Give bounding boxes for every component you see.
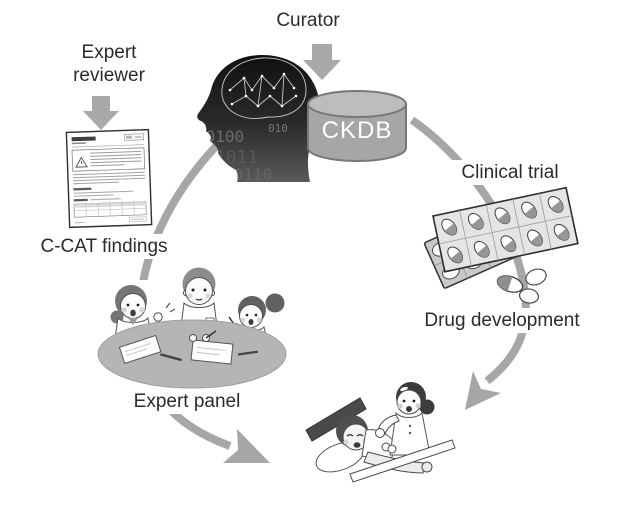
- bed-rail: [349, 439, 456, 483]
- curator-label: Curator: [254, 8, 362, 34]
- report-document-icon: [65, 128, 153, 229]
- cycle-arrow-left-head: [223, 429, 270, 463]
- bed-headboard: [305, 397, 367, 442]
- blister-pack-front: [432, 186, 579, 273]
- loose-pill-icon: [525, 268, 547, 286]
- svg-text:010: 010: [268, 122, 288, 135]
- cycle-arrow-right: [409, 116, 530, 410]
- panel-papers: [118, 334, 259, 365]
- expert-reviewer-down-arrow-icon: [83, 96, 119, 130]
- capsules: [441, 196, 570, 264]
- ckdb-label: CKDB: [322, 117, 393, 144]
- loose-capsule-icon: [496, 275, 524, 293]
- nurse: [375, 382, 435, 456]
- panel-member-center: [177, 267, 221, 351]
- cycle-arrow-right-head: [465, 371, 501, 410]
- patient-care-illustration: [302, 372, 458, 502]
- expert-reviewer-label: Expert reviewer: [50, 40, 168, 89]
- svg-text:10100: 10100: [196, 127, 244, 146]
- expert-panel-label: Expert panel: [113, 389, 261, 415]
- loose-pill-icon: [518, 288, 540, 304]
- warning-triangle-icon: [75, 156, 88, 168]
- ai-head-icon: 10100 01011 10110 010: [196, 55, 320, 184]
- clinical-trial-label: Clinical trial: [441, 160, 579, 186]
- c-cat-findings-label: C-CAT findings: [18, 234, 190, 260]
- ckdb-database-cylinder: CKDB: [307, 90, 407, 162]
- pills-icon: [423, 186, 579, 304]
- curator-down-arrow-icon: [303, 44, 341, 80]
- circuit-nodes: [228, 72, 298, 108]
- svg-text:10110: 10110: [224, 165, 272, 184]
- drug-development-label: Drug development: [399, 308, 605, 334]
- expert-panel-illustration: [88, 267, 295, 398]
